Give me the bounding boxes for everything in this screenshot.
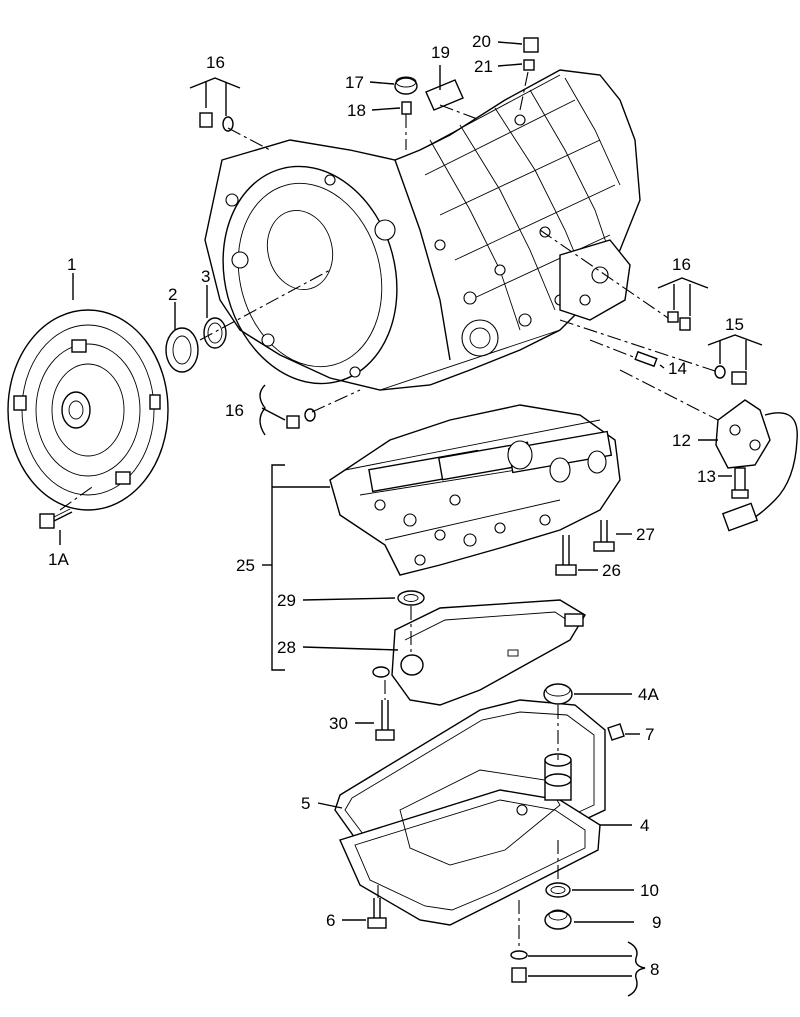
callout-27: 27 [636,525,655,544]
callout-19: 19 [431,43,450,62]
callout-14: 14 [668,359,687,378]
o-ring-29 [397,590,425,606]
pin-14 [634,350,658,368]
cap-17 [394,76,418,95]
callout-labels: 1 1A 2 3 16 17 18 19 20 21 16 15 14 16 1… [48,32,744,979]
o-ring-3 [203,317,227,349]
callout-5: 5 [301,794,310,813]
callout-9: 9 [652,913,661,932]
bolt-27 [593,520,615,552]
oil-strainer [372,599,586,706]
transmission-housing [204,69,641,391]
oil-pan [339,753,601,926]
callout-1: 1 [67,255,76,274]
leader-lines [59,41,763,997]
drain-plug-8 [510,950,528,983]
callout-21: 21 [474,57,493,76]
callout-6: 6 [326,911,335,930]
callout-8: 8 [650,960,659,979]
callout-1a: 1A [48,550,69,569]
bolt-26 [555,535,577,576]
sensor-15 [714,365,747,385]
bolt-30 [375,700,395,741]
speed-sensor-12 [715,399,798,532]
callout-17: 17 [345,73,364,92]
callout-12: 12 [672,431,691,450]
callout-15: 15 [725,315,744,334]
callout-4a: 4A [638,685,659,704]
bolt-6 [367,898,387,929]
callout-20: 20 [472,32,491,51]
callout-25: 25 [236,556,255,575]
seal-2 [165,327,199,373]
callout-18: 18 [347,101,366,120]
clip-7 [607,723,625,741]
callout-16-right: 16 [672,255,691,274]
plug-9 [544,909,572,930]
bolt-16-right [667,311,691,331]
bolt-1a [39,508,73,529]
callout-7: 7 [645,725,654,744]
bolt-13 [731,467,749,499]
screw-18 [401,101,412,115]
cap-4a [543,683,573,705]
callout-4: 4 [640,816,649,835]
callout-13: 13 [697,467,716,486]
assembly-lines [59,71,719,950]
valve-body [329,404,621,576]
bolt-16-left [286,408,316,429]
torque-converter [7,309,169,511]
cap-20 [523,37,539,53]
callout-16-left: 16 [225,401,244,420]
callout-2: 2 [168,285,177,304]
callout-3: 3 [201,267,210,286]
bolt-16-top [199,112,234,132]
callout-16-top: 16 [206,53,225,72]
callout-30: 30 [329,714,348,733]
screw-21 [523,59,535,71]
callout-29: 29 [277,591,296,610]
callout-28: 28 [277,638,296,657]
plate-19 [425,79,464,111]
callout-10: 10 [640,881,659,900]
seal-10 [545,882,571,898]
callout-26: 26 [602,561,621,580]
